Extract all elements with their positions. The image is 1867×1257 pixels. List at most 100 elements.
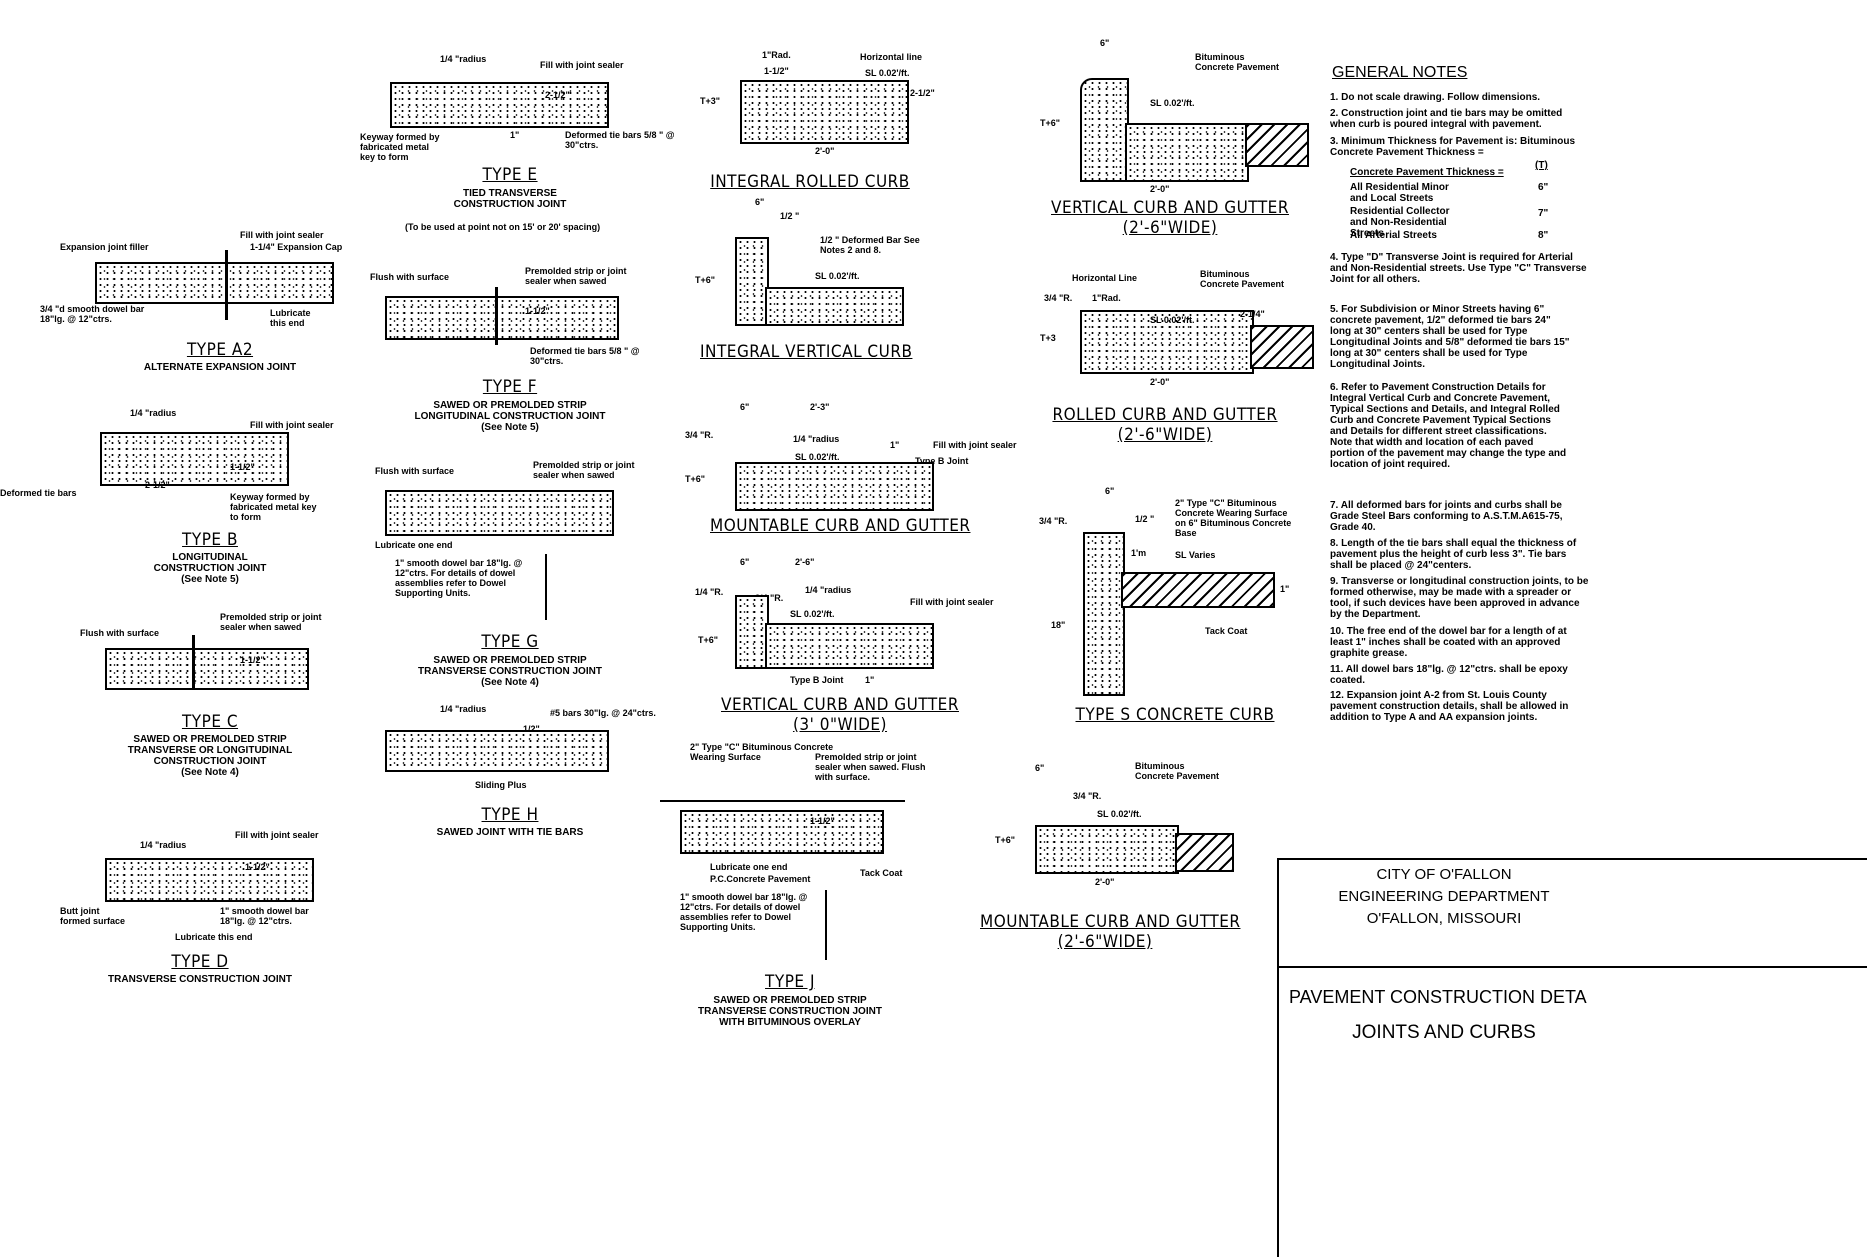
callout: Bituminous Concrete Pavement — [1135, 761, 1220, 781]
callout: SL 0.02'/ft. — [1097, 809, 1142, 819]
rolled-curb-gutter-title: ROLLED CURB AND GUTTER — [1052, 405, 1278, 425]
type-h-title: TYPE H — [481, 805, 539, 825]
callout: Deformed tie bars 5/8 " @ 30"ctrs. — [565, 130, 675, 150]
callout: 2'-0" — [1150, 377, 1170, 387]
sheet-subtitle: JOINTS AND CURBS — [1352, 1022, 1536, 1043]
city-state: O'FALLON, MISSOURI — [1366, 910, 1522, 927]
detail-mountable-curb-gutter-a: 6" 2'-3" 3/4 "R. 1/4 "radius SL 0.02'/ft… — [685, 398, 1017, 513]
note-1: 1. Do not scale drawing. Follow dimensio… — [1330, 92, 1541, 103]
joint-line — [225, 250, 228, 320]
type-j-subtitle: SAWED OR PREMOLDED STRIP TRANSVERSE CONS… — [698, 995, 882, 1028]
callout: 3/4 "R. — [1073, 791, 1102, 801]
callout: Flush with surface — [370, 272, 450, 282]
general-notes: GENERAL NOTES 1. Do not scale drawing. F… — [1330, 60, 1867, 780]
department-name: ENGINEERING DEPARTMENT — [1338, 888, 1550, 905]
type-e-subtitle: TIED TRANSVERSE CONSTRUCTION JOINT — [453, 188, 567, 210]
callout: 3/4 "d smooth dowel bar 18"lg. @ 12"ctrs… — [40, 304, 145, 324]
callout: Flush with surface — [80, 628, 160, 638]
callout: SL 0.02'/ft. — [1150, 315, 1195, 325]
callout: Fill with joint sealer — [250, 420, 334, 430]
type-b-subtitle: LONGITUDINAL CONSTRUCTION JOINT (See Not… — [153, 552, 267, 585]
callout: 1/2" — [523, 724, 540, 734]
callout: 1" smooth dowel bar 18"lg. @ 12"ctrs. — [220, 906, 309, 926]
pavement-hatch — [1250, 325, 1314, 369]
thickness-header-label: Concrete Pavement Thickness = — [1350, 167, 1504, 178]
concrete-slab — [735, 462, 934, 511]
callout: T+6" — [1040, 118, 1061, 128]
detail-type-h: 1/4 "radius #5 bars 30"lg. @ 24"ctrs. 1/… — [375, 700, 675, 800]
thickness-row-value: 6" — [1538, 182, 1549, 193]
note-8: 8. Length of the tie bars shall equal th… — [1330, 538, 1577, 571]
callout: Lubricate this end — [175, 932, 253, 942]
pavement-hatch — [1175, 833, 1234, 872]
type-j-title: TYPE J — [765, 972, 815, 992]
callout: 3/4 "R. — [1044, 293, 1073, 303]
concrete-slab — [680, 810, 884, 854]
pavement-hatch — [1245, 123, 1309, 167]
callout: Tack Coat — [860, 868, 903, 878]
callout: 6" — [1035, 763, 1045, 773]
callout: Fill with joint sealer — [933, 440, 1017, 450]
callout: 6" — [1105, 486, 1115, 496]
mountable-curb-gutter-b-title: MOUNTABLE CURB AND GUTTER — [980, 912, 1241, 932]
callout: 6" — [740, 402, 750, 412]
callout: SL 0.02'/ft. — [795, 452, 840, 462]
callout: 1-1/2" — [240, 655, 265, 665]
callout: 1-1/2" — [764, 66, 789, 76]
pavement-slab — [765, 287, 904, 326]
note-4: 4. Type "D" Transverse Joint is required… — [1330, 252, 1587, 285]
callout: T+6" — [995, 835, 1016, 845]
note-6: 6. Refer to Pavement Construction Detail… — [1330, 382, 1567, 470]
callout: 1/4 "radius — [440, 704, 487, 714]
callout: 6" — [755, 197, 765, 207]
concrete-slab — [105, 648, 309, 690]
callout: 1/4 "radius — [793, 434, 840, 444]
callout: SL 0.02'/ft. — [1150, 98, 1195, 108]
detail-vertical-curb-gutter-a: 6" 2'-6" 1/4 "R. 3/4 "R. 1/4 "radius SL … — [690, 555, 994, 690]
callout: Horizontal Line — [1072, 273, 1137, 283]
callout: Expansion joint filler — [60, 242, 149, 252]
detail-type-d: 1/4 "radius Fill with joint sealer 1-1/2… — [60, 820, 350, 950]
callout: Lubricate one end — [710, 862, 788, 872]
callout: 1/4 "radius — [805, 585, 852, 595]
callout: T+3 — [1040, 333, 1056, 343]
integral-vertical-curb-title: INTEGRAL VERTICAL CURB — [700, 342, 913, 362]
callout: 1"Rad. — [1092, 293, 1121, 303]
thickness-row-value: 8" — [1538, 230, 1549, 241]
callout: 1/4 "radius — [140, 840, 187, 850]
callout: #5 bars 30"lg. @ 24"ctrs. — [550, 708, 656, 718]
concrete-slab — [385, 296, 619, 340]
callout: Sliding Plus — [475, 780, 527, 790]
curb-slab — [735, 595, 769, 669]
callout: 1" — [890, 440, 900, 450]
callout: 1-1/2" — [810, 816, 835, 826]
callout: 1" smooth dowel bar 18"lg. @ 12"ctrs. Fo… — [680, 892, 808, 932]
concrete-slab — [95, 262, 334, 304]
callout: 2'-3" — [810, 402, 830, 412]
callout: Premolded strip or joint sealer when saw… — [815, 752, 926, 782]
callout: SL 0.02'/ft. — [865, 68, 910, 78]
detail-type-s-concrete-curb: 6" 3/4 "R. 1/2 " 2" Type "C" Bituminous … — [1035, 480, 1315, 700]
callout: Butt joint formed surface — [60, 906, 126, 926]
pavement-hatch — [1121, 572, 1275, 608]
bracket — [825, 890, 827, 960]
overlay-line — [660, 800, 905, 802]
callout: 2-1/2" — [545, 90, 570, 100]
detail-type-e: 1/4 "radius Fill with joint sealer 2-1/2… — [360, 50, 680, 162]
callout: Keyway formed by fabricated metal key to… — [360, 132, 440, 162]
concrete-slab — [105, 858, 314, 902]
thickness-row-label: Residential Collector and Non-Residentia… — [1350, 206, 1450, 239]
callout: Flush with surface — [375, 466, 455, 476]
mountable-curb-gutter-a-title: MOUNTABLE CURB AND GUTTER — [710, 516, 971, 536]
vertical-curb-gutter-b-width: (2'-6"WIDE) — [1122, 218, 1218, 238]
concrete-slab — [390, 82, 609, 128]
callout: T+3" — [700, 96, 721, 106]
callout: 6" — [740, 557, 750, 567]
integral-rolled-curb-title: INTEGRAL ROLLED CURB — [710, 172, 910, 192]
type-e-note: (To be used at point not on 15' or 20' s… — [405, 222, 601, 232]
callout: 2-1/2" — [910, 88, 935, 98]
callout: Fill with joint sealer — [235, 830, 319, 840]
note-10: 10. The free end of the dowel bar for a … — [1330, 626, 1567, 659]
type-f-subtitle: SAWED OR PREMOLDED STRIP LONGITUDINAL CO… — [414, 400, 606, 433]
type-a2-title: TYPE A2 — [186, 340, 254, 360]
